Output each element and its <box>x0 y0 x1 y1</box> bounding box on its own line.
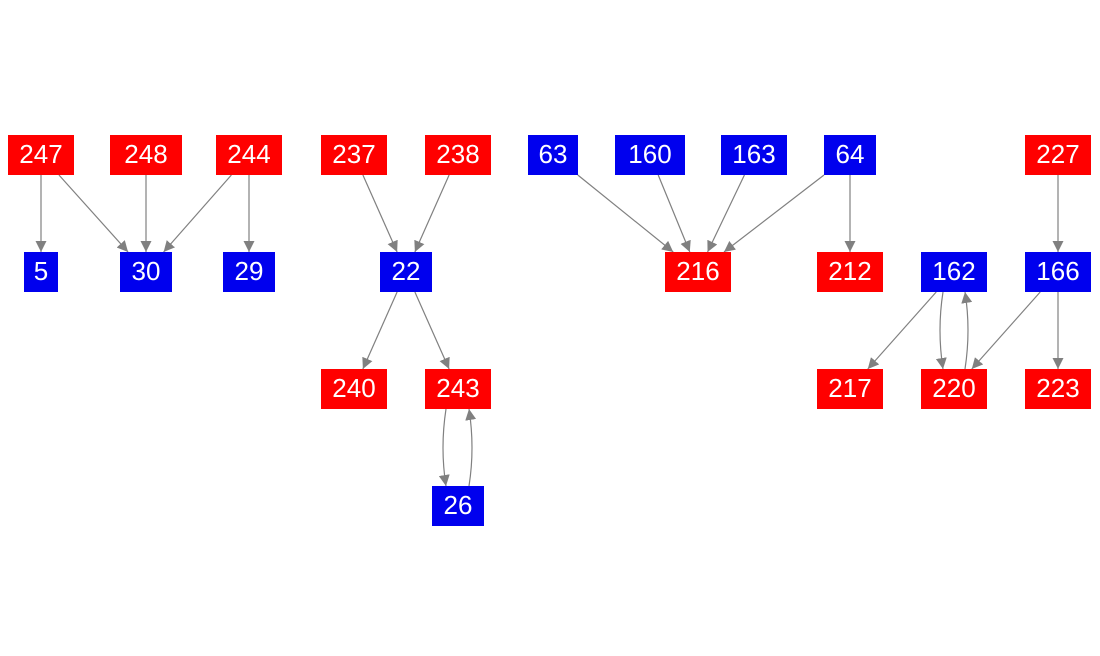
node-216-box <box>665 252 731 292</box>
node-63-label: 63 <box>539 139 568 169</box>
nodes-layer: 247 248 244 5 30 29 237 238 22 240 243 26 63 160 163 64… <box>8 135 1091 526</box>
edge-64-to-216 <box>723 174 825 253</box>
edge-63-to-216 <box>577 174 674 253</box>
edge-162-to-220 <box>935 291 947 370</box>
node-217-label: 217 <box>828 373 871 403</box>
node-166-label: 166 <box>1036 256 1079 286</box>
node-247-box <box>8 135 74 175</box>
node-63: 63 <box>528 135 578 175</box>
edges-layer <box>35 174 1064 487</box>
node-216: 216 <box>665 252 731 292</box>
node-240-label: 240 <box>332 373 375 403</box>
node-240-box <box>321 369 387 409</box>
node-30: 30 <box>120 252 172 292</box>
node-64: 64 <box>824 135 876 175</box>
node-29-label: 29 <box>235 256 264 286</box>
node-217: 217 <box>817 369 883 409</box>
node-29-box <box>223 252 275 292</box>
node-227: 227 <box>1025 135 1091 175</box>
node-160-box <box>615 135 685 175</box>
node-163: 163 <box>721 135 787 175</box>
node-64-label: 64 <box>836 139 865 169</box>
node-227-box <box>1025 135 1091 175</box>
node-26: 26 <box>432 486 484 526</box>
edge-166-to-220 <box>971 291 1041 370</box>
node-244-box <box>216 135 282 175</box>
edge-22-to-240 <box>362 291 398 370</box>
node-223-label: 223 <box>1036 373 1079 403</box>
node-160: 160 <box>615 135 685 175</box>
node-248: 248 <box>110 135 182 175</box>
node-247-label: 247 <box>19 139 62 169</box>
node-30-label: 30 <box>132 256 161 286</box>
node-212: 212 <box>817 252 883 292</box>
node-227-label: 227 <box>1036 139 1079 169</box>
edge-243-to-26 <box>438 408 450 487</box>
node-248-label: 248 <box>124 139 167 169</box>
node-223-box <box>1025 369 1091 409</box>
node-238-box <box>425 135 491 175</box>
node-5-box <box>24 252 58 292</box>
node-5: 5 <box>24 252 58 292</box>
node-212-box <box>817 252 883 292</box>
node-238-label: 238 <box>436 139 479 169</box>
node-22-box <box>380 252 432 292</box>
edge-237-to-22 <box>362 174 398 253</box>
node-163-label: 163 <box>732 139 775 169</box>
node-160-label: 160 <box>628 139 671 169</box>
node-247: 247 <box>8 135 74 175</box>
node-220: 220 <box>921 369 987 409</box>
node-63-box <box>528 135 578 175</box>
node-243-box <box>425 369 491 409</box>
node-237-label: 237 <box>332 139 375 169</box>
edge-220-to-162 <box>961 291 973 370</box>
node-244-label: 244 <box>227 139 270 169</box>
node-22: 22 <box>380 252 432 292</box>
node-162-label: 162 <box>932 256 975 286</box>
node-217-box <box>817 369 883 409</box>
node-243: 243 <box>425 369 491 409</box>
node-166: 166 <box>1025 252 1091 292</box>
node-238: 238 <box>425 135 491 175</box>
node-30-box <box>120 252 172 292</box>
node-220-box <box>921 369 987 409</box>
node-26-label: 26 <box>444 490 473 520</box>
edge-160-to-216 <box>657 174 691 253</box>
edge-247-to-30 <box>58 174 129 253</box>
node-162: 162 <box>921 252 987 292</box>
node-240: 240 <box>321 369 387 409</box>
edge-244-to-30 <box>163 174 232 253</box>
node-212-label: 212 <box>828 256 871 286</box>
node-64-box <box>824 135 876 175</box>
node-244: 244 <box>216 135 282 175</box>
node-22-label: 22 <box>392 256 421 286</box>
node-29: 29 <box>223 252 275 292</box>
node-166-box <box>1025 252 1091 292</box>
node-220-label: 220 <box>932 373 975 403</box>
edge-163-to-216 <box>707 174 745 253</box>
edge-26-to-243 <box>465 408 477 487</box>
node-237-box <box>321 135 387 175</box>
node-162-box <box>921 252 987 292</box>
node-163-box <box>721 135 787 175</box>
node-216-label: 216 <box>676 256 719 286</box>
edge-238-to-22 <box>414 174 450 253</box>
node-248-box <box>110 135 182 175</box>
node-237: 237 <box>321 135 387 175</box>
node-243-label: 243 <box>436 373 479 403</box>
node-5-label: 5 <box>34 256 48 286</box>
node-26-box <box>432 486 484 526</box>
edge-162-to-217 <box>867 291 937 370</box>
edge-22-to-243 <box>414 291 450 370</box>
node-223: 223 <box>1025 369 1091 409</box>
